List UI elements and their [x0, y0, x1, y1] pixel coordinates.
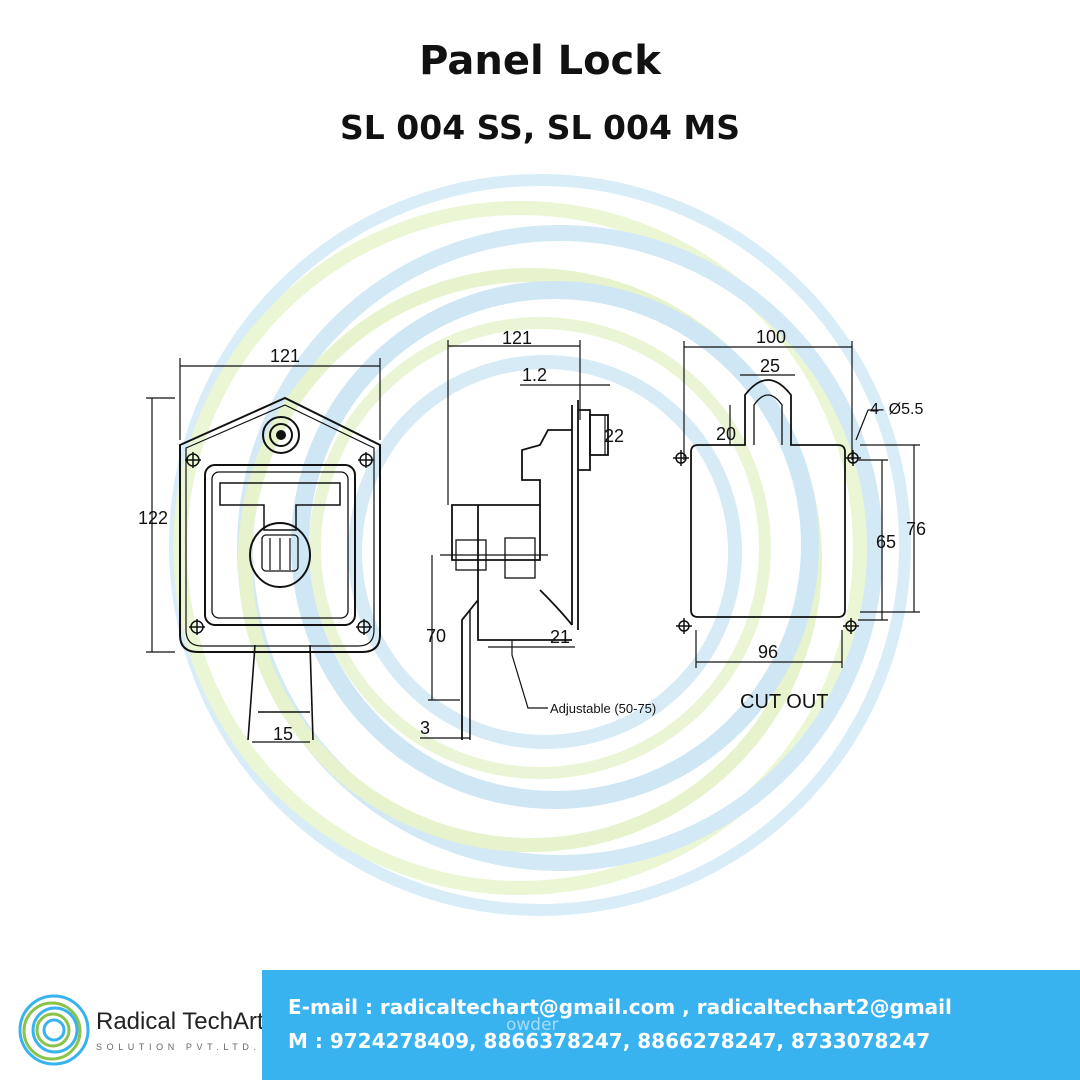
dim-holes: 4- Ø5.5	[870, 401, 923, 418]
dim-side-depth: 121	[502, 328, 532, 348]
dim-side-70: 70	[426, 626, 446, 646]
dim-slot-depth: 20	[716, 424, 736, 444]
dim-front-width: 121	[270, 346, 300, 366]
dim-front-height: 122	[138, 508, 168, 528]
dim-side-3: 3	[420, 718, 430, 738]
contact-email: E-mail : radicaltechart@gmail.com , radi…	[288, 995, 952, 1019]
dim-outer-height: 76	[906, 519, 926, 539]
brand-logo-icon	[18, 994, 90, 1066]
brand-name: Radical TechArt	[96, 1008, 264, 1035]
dim-side-21: 21	[550, 627, 570, 647]
side-view	[420, 340, 610, 740]
cutout-label: CUT OUT	[740, 691, 829, 713]
dim-bottom-width: 96	[758, 642, 778, 662]
adjustable-label: Adjustable (50-75)	[550, 701, 656, 716]
dim-slot-width: 25	[760, 356, 780, 376]
stray-text: owder	[506, 1015, 559, 1035]
cutout-view	[673, 341, 920, 668]
contact-phone: M : 9724278409, 8866378247, 8866278247, …	[288, 1029, 931, 1053]
dim-inner-height: 65	[876, 532, 896, 552]
brand-tagline: SOLUTION PVT.LTD.	[96, 1042, 261, 1052]
model-subtitle: SL 004 SS, SL 004 MS	[340, 108, 740, 147]
dim-cutout-width: 100	[756, 327, 786, 347]
dim-side-22: 22	[604, 426, 624, 446]
contact-bar: E-mail : radicaltechart@gmail.com , radi…	[262, 970, 1080, 1080]
front-view	[146, 358, 381, 743]
dim-side-1-2: 1.2	[522, 365, 547, 385]
dim-handle-width: 15	[273, 724, 293, 744]
page-title: Panel Lock	[419, 38, 661, 84]
